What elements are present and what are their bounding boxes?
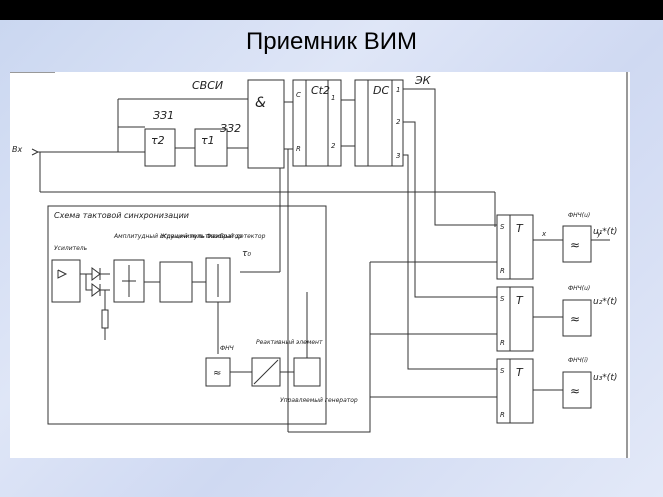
trigger-2: S R T [496,286,534,352]
limiter-block [113,259,145,303]
amp-label: Усилитель [54,245,88,252]
shaper-block [159,261,193,303]
filter-3-symbol: ≈ [570,384,580,398]
decoder-label: DC [373,84,389,97]
filter-1-symbol: ≈ [570,238,580,252]
tau1-label: τ1 [201,134,215,147]
svsi-label: СВСИ [192,79,223,92]
trigger-3: S R T [496,358,534,424]
amp-block [51,259,81,303]
resistor [101,309,109,329]
y-label: у [596,230,602,238]
input-arrow [31,148,40,156]
trigger-2-label: T [516,294,524,307]
counter-r-label: R [296,145,301,153]
filter-3-label: ФНЧ(i) [568,357,588,364]
input-label: Вх [12,145,22,154]
diagram-sheet: Вх СВСИ ЗЗ1 τ2 τ1 ЗЗ2 & Сt2 С R 1 2 DC 1… [10,71,630,458]
decoder-out3-label: 3 [396,152,400,160]
trigger-3-label: T [516,366,524,379]
amp-symbol [57,269,68,279]
reactive-label: Реактивный элемент [256,339,323,346]
fnch-label: ФНЧ [220,345,234,352]
and-gate [247,79,285,169]
decoder-out1-label: 1 [396,86,400,94]
filter-2 [562,299,592,337]
tau2-label: τ2 [151,134,165,147]
filter-2-symbol: ≈ [570,312,580,326]
sync-frame [47,205,327,425]
trigger-1-label: T [516,222,524,235]
trigger-1-r: R [500,267,505,275]
counter-c-label: С [296,91,301,99]
diode-1 [91,267,101,281]
output-2: u₂*(t) [593,297,617,307]
sync-title: Схема тактовой синхронизации [54,211,189,220]
counter-block [292,79,342,167]
output-1: u₁*(t) [593,227,617,237]
reactive-symbol [253,359,279,385]
decoder-out2-label: 2 [396,118,401,126]
limiter-label: Амплитудный ограничитель [113,233,205,240]
z32-label: ЗЗ2 [220,122,241,135]
fnch-symbol: ≈ [213,368,221,379]
decoder-block [354,79,404,167]
filter-3 [562,371,592,409]
trigger-1-s: S [500,223,505,231]
trigger-3-s: S [500,367,505,375]
shaper-label: Ждущий мультивибратор [159,233,242,240]
counter-out1-label: 1 [331,94,335,102]
slide-title: Приемник ВИМ [246,28,417,55]
dc-out1-wire [403,88,497,226]
reset-wire [288,396,497,433]
dc-out2-wire [403,121,497,298]
trigger-3-r: R [500,411,505,419]
x-label: х [541,230,547,238]
block-diagram: Вх СВСИ ЗЗ1 τ2 τ1 ЗЗ2 & Сt2 С R 1 2 DC 1… [10,71,628,458]
ek-label: ЭК [414,74,432,87]
diode-2 [91,283,101,297]
filter-2-label: ФНЧ(u) [568,285,590,292]
generator-label: Управляемый генератор [280,397,358,404]
phase-det-label: Фазовый детектор [206,233,266,240]
counter-out2-label: 2 [331,142,336,150]
z31-label: ЗЗ1 [153,109,174,122]
trigger-2-s: S [500,295,505,303]
top-black-bar [0,0,663,20]
filter-1-label: ФНЧ(u) [568,212,590,219]
generator-block [293,357,321,387]
diode-2-wire [85,274,92,291]
trigger-1: S R T [496,214,534,280]
tau0-label: τ₀ [242,249,251,259]
output-3: u₃*(t) [593,373,617,383]
trigger-2-r: R [500,339,505,347]
filter-1 [562,225,592,263]
and-gate-label: & [255,95,266,111]
counter-label: Сt2 [311,84,330,97]
